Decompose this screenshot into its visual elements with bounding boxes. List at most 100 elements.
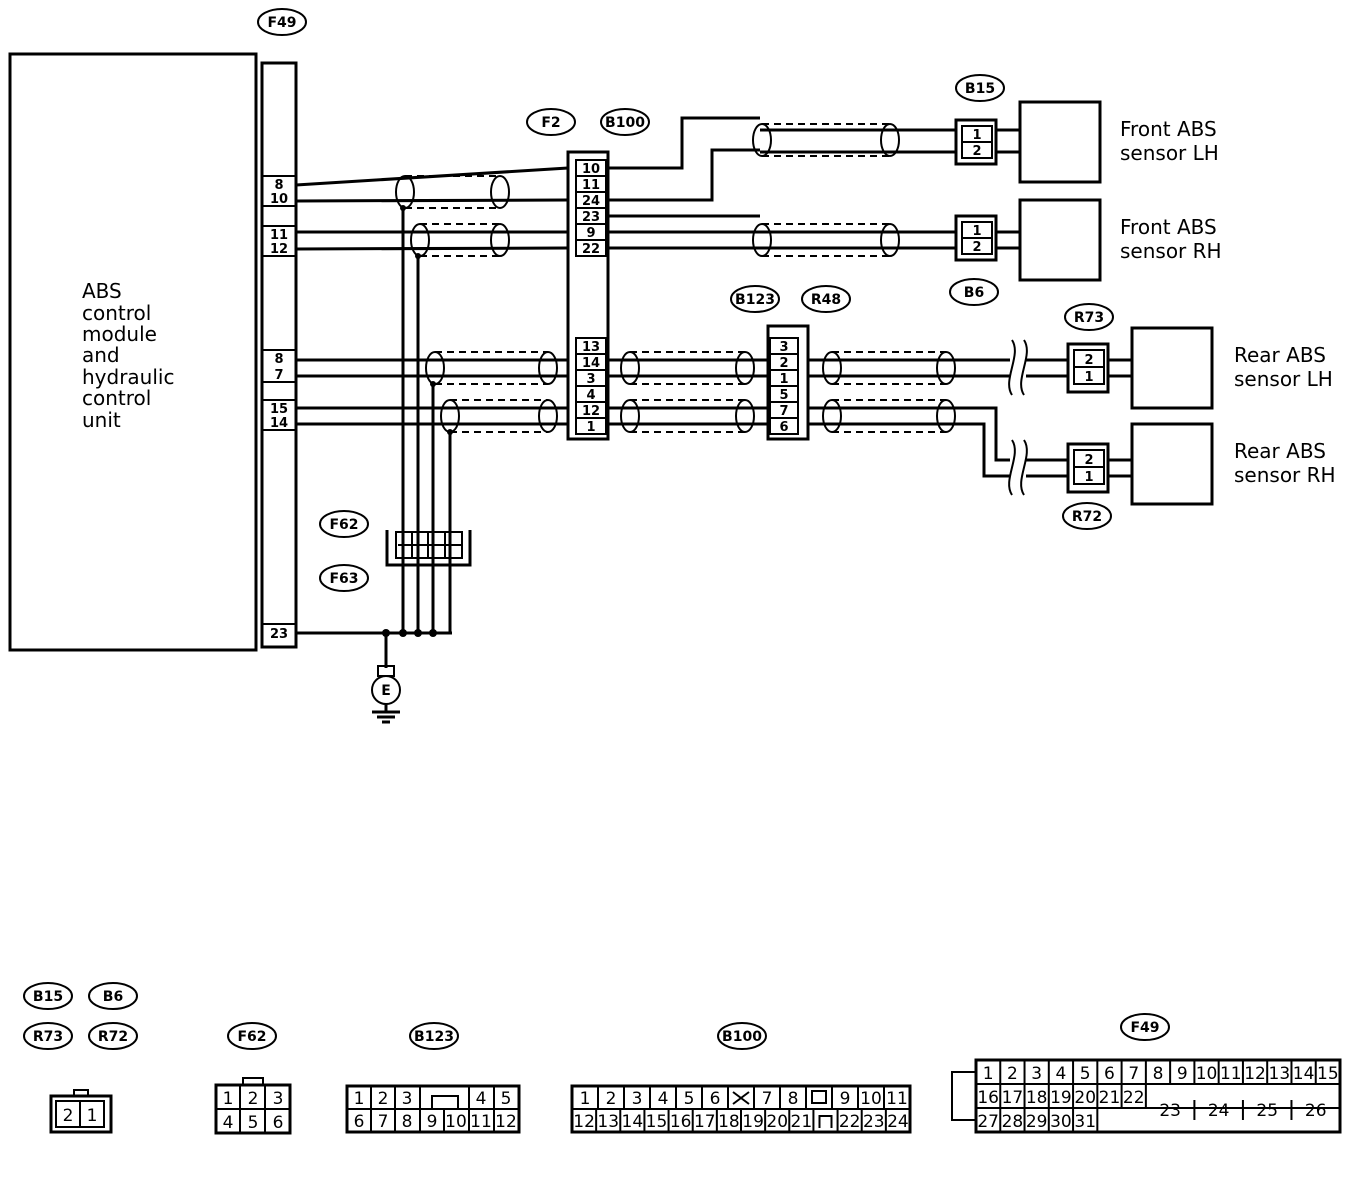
sensor-front-rh: 1 2 Front ABS sensor RH: [954, 198, 1222, 282]
b100-pin: 11: [582, 178, 600, 193]
svg-text:unit: unit: [82, 408, 121, 432]
legend-tag-b100: B100: [717, 1022, 767, 1050]
module-pin: 8: [274, 178, 283, 193]
svg-text:B100: B100: [605, 115, 645, 131]
svg-text:R48: R48: [811, 292, 841, 308]
module-pin: 10: [270, 192, 288, 207]
svg-text:R73: R73: [33, 1029, 63, 1045]
legend-pin-label: 8: [788, 1089, 799, 1109]
legend-pin-label: 8: [1153, 1064, 1164, 1084]
legend-pin-label: 21: [1099, 1088, 1121, 1108]
b100-pin: 10: [582, 162, 600, 177]
svg-text:Rear ABS: Rear ABS: [1234, 343, 1326, 367]
svg-text:control: control: [82, 386, 151, 410]
legend-tag-b15: B15: [23, 982, 73, 1010]
svg-text:2: 2: [378, 1089, 389, 1109]
svg-text:B6: B6: [103, 989, 123, 1005]
tag-b123: B123: [730, 285, 780, 313]
legend-pin-label: 23: [1159, 1101, 1181, 1121]
svg-text:R72: R72: [98, 1029, 128, 1045]
svg-text:2: 2: [1084, 353, 1093, 368]
b100-pin: 12: [582, 404, 600, 419]
tag-r73: R73: [1064, 303, 1114, 331]
legend-pin-label: 16: [977, 1088, 999, 1108]
svg-text:2: 2: [1084, 453, 1093, 468]
legend-f62-connector: 1 2 3 4 5 6: [214, 1077, 292, 1135]
legend-tag-b123: B123: [409, 1022, 459, 1050]
legend-pin-label: 15: [1317, 1064, 1339, 1084]
svg-text:7: 7: [378, 1112, 389, 1132]
legend-pin-label: 6: [1104, 1064, 1115, 1084]
module-pin: 8: [274, 352, 283, 367]
svg-text:1: 1: [354, 1089, 365, 1109]
legend-pin-label: 3: [1031, 1064, 1042, 1084]
legend-two-pin-connector: 2 1: [49, 1089, 113, 1134]
legend-pin-label: 5: [684, 1089, 695, 1109]
legend-pin-label: 6: [710, 1089, 721, 1109]
b123-pin: 5: [779, 388, 788, 403]
legend-pin-label: 22: [1123, 1088, 1145, 1108]
svg-text:1: 1: [1084, 370, 1093, 385]
tag-r72: R72: [1062, 502, 1112, 530]
legend-pin-label: 3: [632, 1089, 643, 1109]
legend-pin-label: 22: [839, 1112, 861, 1132]
legend-tag-f49: F49: [1120, 1013, 1170, 1041]
svg-text:B15: B15: [33, 989, 63, 1005]
legend-pin-label: 5: [1080, 1064, 1091, 1084]
svg-text:5: 5: [501, 1089, 512, 1109]
legend-pin-label: 23: [863, 1112, 885, 1132]
legend-pin-label: 21: [791, 1112, 813, 1132]
svg-text:B15: B15: [965, 81, 995, 97]
legend-pin-label: 27: [977, 1112, 999, 1132]
b123-pin: 3: [779, 340, 788, 355]
svg-text:F49: F49: [1130, 1020, 1159, 1036]
legend-pin-label: 24: [1208, 1101, 1230, 1121]
legend-pin-label: 4: [1056, 1064, 1067, 1084]
svg-text:2: 2: [972, 144, 981, 159]
legend-pin-label: 9: [1177, 1064, 1188, 1084]
module-pins: 8 10 11 12 8 7 15 14 23: [262, 175, 296, 642]
legend-pin-label: 20: [766, 1112, 788, 1132]
svg-text:2: 2: [63, 1106, 74, 1126]
svg-text:sensor RH: sensor RH: [1120, 239, 1222, 263]
b123-pin: 2: [779, 356, 788, 371]
legend-pin-label: 19: [742, 1112, 764, 1132]
wires-rear-sensors: [608, 339, 1070, 496]
svg-text:sensor LH: sensor LH: [1120, 141, 1219, 165]
tag-f49: F49: [257, 8, 307, 36]
legend-b123-connector: 1 2 3 4 5 6 7 8 9 10 11 12: [345, 1084, 521, 1134]
svg-text:1: 1: [223, 1089, 234, 1109]
tag-b6: B6: [949, 278, 999, 306]
svg-text:5: 5: [248, 1113, 259, 1133]
module-label: ABS control module and hydraulic control…: [82, 279, 174, 432]
svg-text:1: 1: [972, 128, 981, 143]
legend-pin-label: 25: [1256, 1101, 1278, 1121]
legend-pin-label: 14: [622, 1112, 644, 1132]
svg-text:11: 11: [470, 1112, 492, 1132]
svg-text:4: 4: [476, 1089, 487, 1109]
legend-pin-label: 2: [606, 1089, 617, 1109]
module-pin: 11: [270, 228, 288, 243]
b100-pin: 24: [582, 194, 600, 209]
svg-text:8: 8: [402, 1112, 413, 1132]
svg-text:F49: F49: [267, 15, 296, 31]
legend-pin-label: 10: [1196, 1064, 1218, 1084]
legend-tag-f62: F62: [227, 1022, 277, 1050]
svg-text:R73: R73: [1074, 310, 1104, 326]
svg-text:3: 3: [273, 1089, 284, 1109]
legend-tag-r72: R72: [88, 1022, 138, 1050]
svg-text:2: 2: [972, 240, 981, 255]
legend-pin-label: 4: [658, 1089, 669, 1109]
svg-text:12: 12: [495, 1112, 517, 1132]
svg-text:Rear ABS: Rear ABS: [1234, 439, 1326, 463]
svg-text:E: E: [381, 683, 391, 699]
b100-pin: 9: [586, 226, 595, 241]
svg-text:B6: B6: [964, 285, 984, 301]
legend-pin-label: 12: [573, 1112, 595, 1132]
connector-b123: 3 2 1 5 7 6: [766, 324, 810, 441]
b100-pin: 22: [582, 242, 600, 257]
legend-pin-label: 17: [694, 1112, 716, 1132]
ground-circuit: E: [296, 629, 452, 724]
